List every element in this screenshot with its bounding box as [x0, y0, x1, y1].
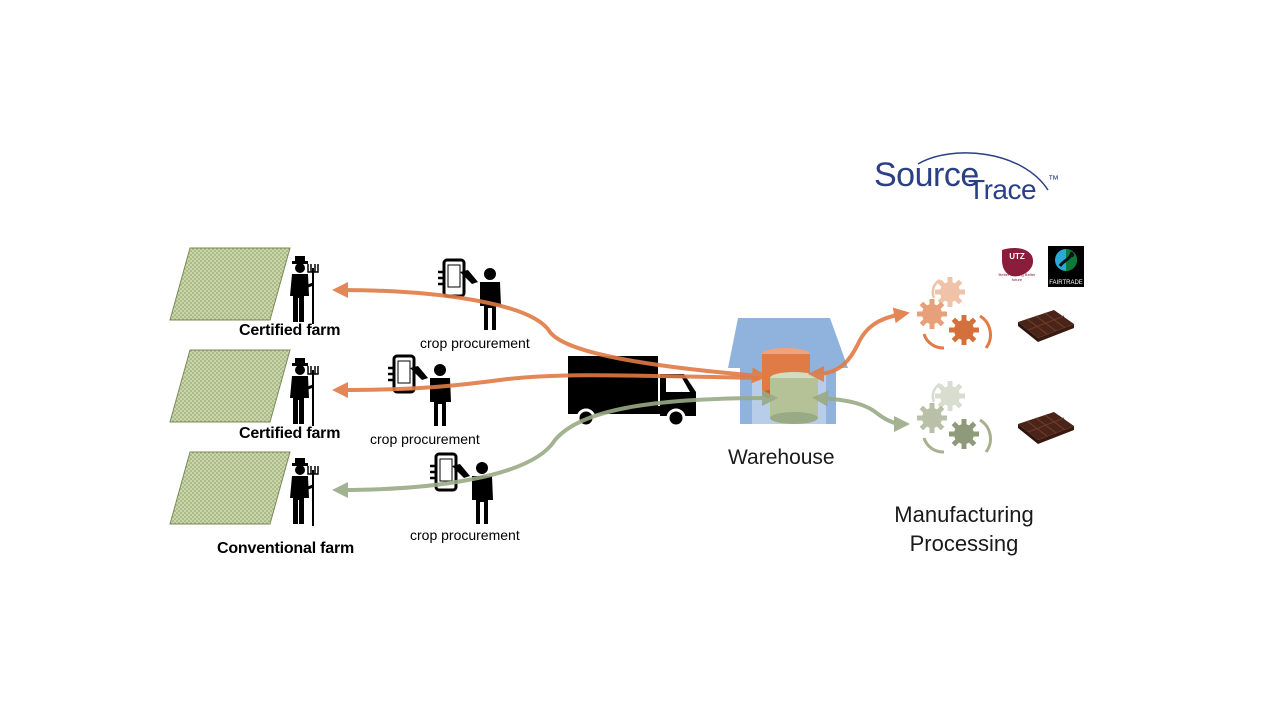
logo-word-trace: Trace [968, 174, 1037, 205]
farmer-icon [288, 356, 320, 428]
farm-label-conventional: Conventional farm [217, 540, 355, 557]
procurement-label-3: crop procurement [410, 527, 520, 543]
utz-certified-badge: UTZ Better farming Better future [998, 246, 1036, 284]
manufacturing-line-1: Manufacturing [894, 502, 1034, 527]
procurement-label-2: crop procurement [370, 431, 480, 447]
sourcetrace-logo: Source Trace ™ [872, 150, 1072, 210]
fairtrade-badge: FAIRTRADE [1048, 246, 1084, 287]
silo-icon [770, 372, 818, 424]
farmer-icon [288, 456, 320, 528]
flow-arrow-conventional [332, 390, 778, 498]
gears-icon [917, 277, 992, 350]
procurement-label-1: crop procurement [420, 335, 530, 351]
phone-scan-icon [428, 452, 495, 526]
manufacturing-label: Manufacturing Processing [884, 500, 1044, 558]
fairtrade-name: FAIRTRADE [1049, 280, 1083, 286]
warehouse-label: Warehouse [728, 446, 835, 469]
farmer-icon [288, 254, 320, 326]
flow-arrow-certified-1 [332, 282, 768, 384]
chocolate-bar-icon [1017, 411, 1075, 445]
chocolate-bar-icon [1017, 309, 1075, 343]
manufacturing-line-2: Processing [909, 531, 1019, 556]
field-certified-1 [169, 247, 291, 321]
utz-name: UTZ [1009, 252, 1025, 261]
flow-arrow-certified-2 [332, 373, 761, 398]
flow-arrow-to-processing-conventional [812, 390, 910, 432]
field-certified-2 [169, 349, 291, 423]
logo-word-source: Source [874, 156, 979, 194]
farm-label-certified-2: Certified farm [239, 425, 341, 442]
gears-icon [917, 381, 992, 454]
flow-arrow-to-processing-certified [808, 307, 910, 382]
logo-trademark: ™ [1048, 174, 1059, 186]
field-conventional [169, 451, 291, 525]
farm-label-certified-1: Certified farm [239, 322, 341, 339]
utz-tagline: Better farming Better future [998, 272, 1036, 282]
